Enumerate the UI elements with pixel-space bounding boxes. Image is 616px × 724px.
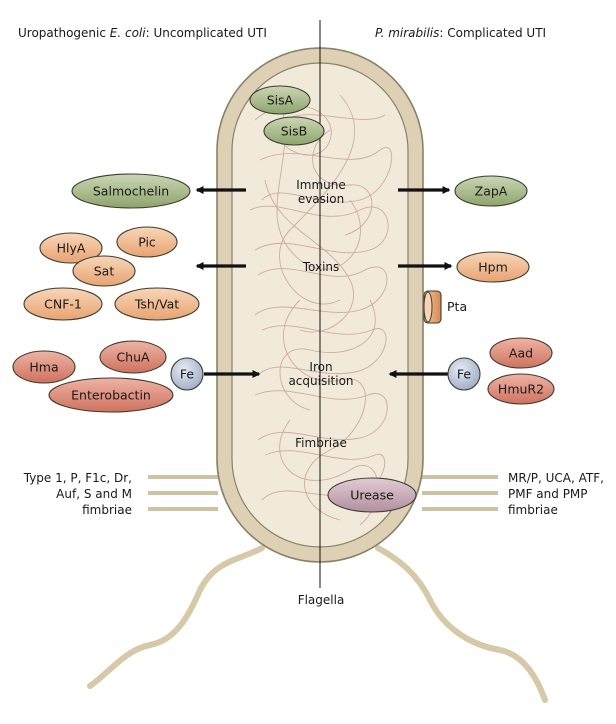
molecule-sisb: SisB bbox=[263, 116, 325, 146]
fimbriae-left-line-2: Auf, S and M bbox=[56, 487, 132, 501]
svg-text:Urease: Urease bbox=[350, 488, 394, 503]
svg-text:Fe: Fe bbox=[457, 367, 472, 382]
svg-text:Pic: Pic bbox=[138, 235, 156, 250]
svg-text:Hpm: Hpm bbox=[478, 260, 508, 275]
svg-text:SisB: SisB bbox=[281, 124, 308, 139]
svg-text:HmuR2: HmuR2 bbox=[498, 382, 544, 397]
fimbriae-left-line-1: Type 1, P, F1c, Dr, bbox=[23, 471, 132, 485]
svg-text:ZapA: ZapA bbox=[475, 184, 508, 199]
svg-text:CNF-1: CNF-1 bbox=[44, 297, 82, 312]
molecule-hma: Hma bbox=[12, 350, 76, 384]
label-iron-acquisition-2: acquisition bbox=[288, 374, 353, 388]
molecule-cnf1: CNF-1 bbox=[23, 287, 103, 321]
fimbriae-left-line-3: fimbriae bbox=[82, 503, 132, 517]
label-immune-evasion-2: evasion bbox=[298, 192, 344, 206]
fimbriae-lines-right bbox=[422, 475, 498, 511]
svg-text:ChuA: ChuA bbox=[116, 350, 150, 365]
molecule-chua: ChuA bbox=[99, 340, 167, 374]
svg-text:Salmochelin: Salmochelin bbox=[93, 184, 169, 199]
molecule-enterobactin: Enterobactin bbox=[48, 377, 174, 413]
molecule-aad: Aad bbox=[489, 337, 553, 369]
molecule-tshvat: Tsh/Vat bbox=[114, 287, 200, 321]
label-fimbriae: Fimbriae bbox=[295, 436, 347, 450]
molecule-urease: Urease bbox=[327, 477, 417, 513]
label-immune-evasion-1: Immune bbox=[296, 178, 346, 192]
molecule-sisa: SisA bbox=[249, 85, 311, 115]
fimbriae-right-line-2: PMF and PMP bbox=[508, 487, 588, 501]
molecule-pic: Pic bbox=[116, 226, 178, 258]
svg-text:Enterobactin: Enterobactin bbox=[71, 388, 151, 403]
iron-atom-right: Fe bbox=[447, 357, 481, 391]
svg-text:Hma: Hma bbox=[29, 360, 58, 375]
nucleoid-tangle bbox=[249, 94, 393, 526]
svg-text:SisA: SisA bbox=[267, 93, 294, 108]
pta-pore-icon bbox=[423, 290, 442, 324]
svg-text:HlyA: HlyA bbox=[57, 241, 86, 256]
left-header: Uropathogenic E. coli: Uncomplicated UTI bbox=[18, 26, 267, 40]
label-iron-acquisition-1: Iron bbox=[309, 360, 332, 374]
label-flagella: Flagella bbox=[298, 593, 345, 607]
right-header: P. mirabilis: Complicated UTI bbox=[375, 26, 546, 40]
svg-text:Fe: Fe bbox=[180, 367, 195, 382]
molecule-hmur2: HmuR2 bbox=[487, 373, 555, 405]
molecule-salmochelin: Salmochelin bbox=[71, 173, 191, 209]
svg-text:Sat: Sat bbox=[94, 264, 115, 279]
svg-text:Aad: Aad bbox=[509, 346, 533, 361]
svg-text:Tsh/Vat: Tsh/Vat bbox=[134, 297, 179, 312]
flagellum-left bbox=[87, 545, 265, 689]
molecule-zapa: ZapA bbox=[454, 175, 528, 207]
fimbriae-right-line-3: fimbriae bbox=[508, 503, 558, 517]
fimbriae-lines-left bbox=[148, 475, 218, 511]
molecule-sat: Sat bbox=[72, 255, 136, 287]
molecule-hlya: HlyA bbox=[39, 232, 103, 264]
label-toxins: Toxins bbox=[302, 260, 340, 274]
iron-atom-left: Fe bbox=[170, 357, 204, 391]
label-pta: Pta bbox=[447, 299, 467, 314]
molecule-hpm: Hpm bbox=[456, 251, 530, 283]
flagellum-right bbox=[375, 545, 548, 703]
fimbriae-right-line-1: MR/P, UCA, ATF, bbox=[508, 471, 604, 485]
